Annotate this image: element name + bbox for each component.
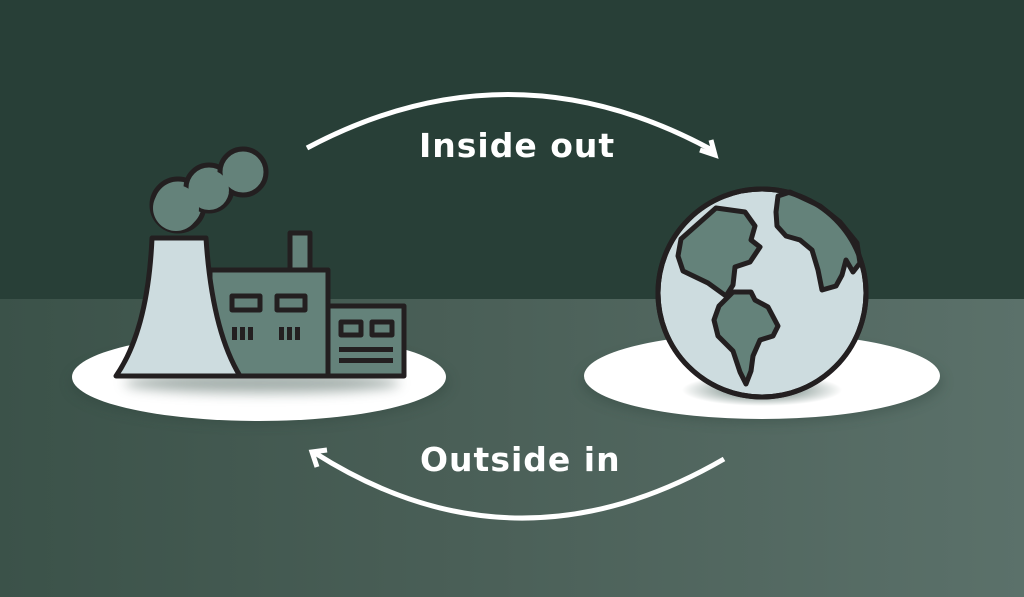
inside-out-arrow (305, 92, 719, 159)
factory-icon (113, 146, 407, 379)
factory-details (232, 327, 393, 363)
globe-icon (655, 186, 869, 400)
outside-in-arrow (308, 447, 726, 521)
outside-in-label: Outside in (420, 440, 621, 479)
inside-out-label: Inside out (419, 126, 616, 165)
